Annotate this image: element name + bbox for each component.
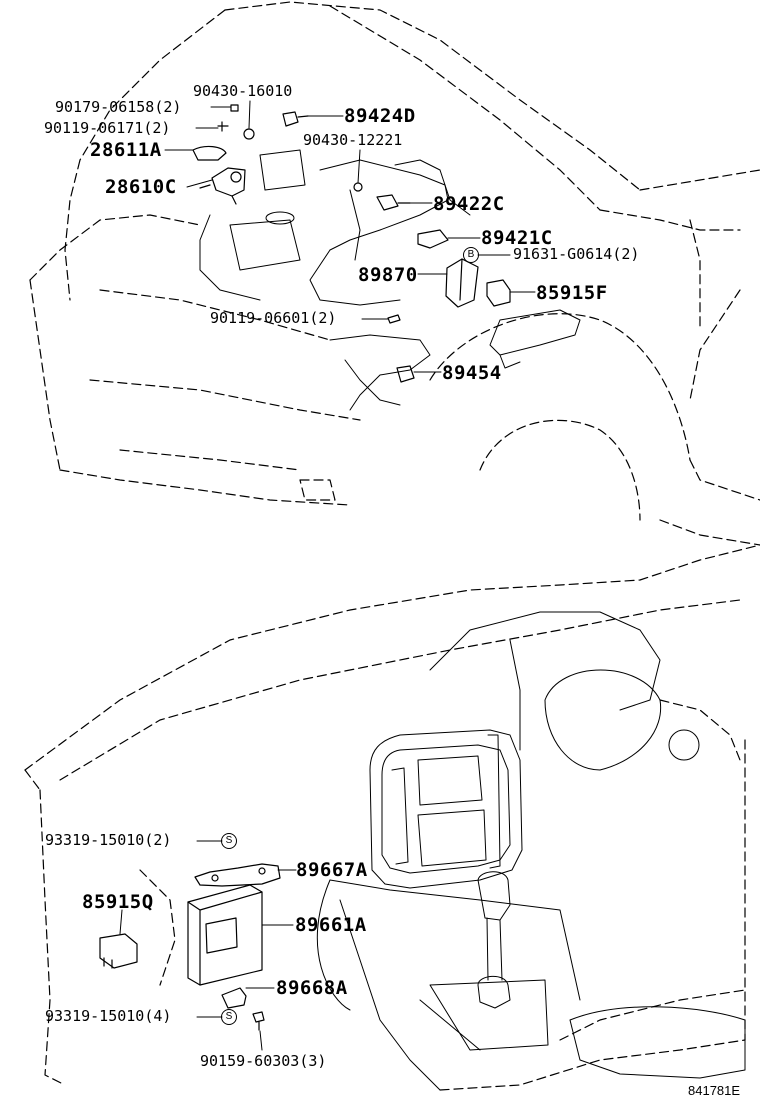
part-number: 90119-06171 xyxy=(44,119,144,137)
part-qty: (2) xyxy=(612,245,640,263)
lower-part-shapes xyxy=(99,863,281,1031)
marker-letter: B xyxy=(467,249,475,260)
part-qty: (3) xyxy=(299,1052,327,1070)
part-label: 93319-15010(2) xyxy=(45,833,171,848)
part-number: 89421C xyxy=(481,227,553,249)
part-label: 91631-G0614(2) xyxy=(513,247,639,262)
part-label: 90430-16010 xyxy=(193,84,292,99)
part-label: 85915F xyxy=(536,284,608,303)
part-number: 89424D xyxy=(344,105,416,127)
part-label: 89454 xyxy=(442,364,502,383)
part-qty: (2) xyxy=(143,119,171,137)
vehicle-front-outline xyxy=(29,1,760,546)
part-number: 90179-06158 xyxy=(55,98,155,116)
part-qty: (2) xyxy=(154,98,182,116)
part-number: 28611A xyxy=(90,139,162,161)
diagram-reference-code: 841781E xyxy=(688,1083,741,1098)
part-label: 90119-06601(2) xyxy=(210,311,336,326)
part-number: 90430-16010 xyxy=(193,82,293,100)
part-label: 28610C xyxy=(105,178,177,197)
part-label: 90159-60303(3) xyxy=(200,1054,326,1069)
marker-b-icon: B xyxy=(463,247,479,263)
part-label: 89422C xyxy=(433,195,505,214)
part-number: 85915F xyxy=(536,282,608,304)
part-number: 89454 xyxy=(442,362,502,384)
part-qty: (2) xyxy=(144,831,172,849)
part-label: 89661A xyxy=(295,916,367,935)
marker-letter: S xyxy=(225,835,233,846)
part-label: 28611A xyxy=(90,141,162,160)
part-label: 90430-12221 xyxy=(303,133,402,148)
engine-bay-components xyxy=(199,149,581,411)
part-number: 91631-G0614 xyxy=(513,245,613,263)
upper-leader-lines xyxy=(164,100,536,373)
part-number: 90430-12221 xyxy=(303,131,403,149)
part-label: 89870 xyxy=(358,266,418,285)
part-label: 89668A xyxy=(276,979,348,998)
part-label: 90179-06158(2) xyxy=(55,100,181,115)
part-label: 93319-15010(4) xyxy=(45,1009,171,1024)
part-number: 89661A xyxy=(295,914,367,936)
lower-leader-lines xyxy=(119,840,297,1051)
part-number: 89668A xyxy=(276,977,348,999)
dashboard-interior xyxy=(316,611,746,1091)
part-label: 90119-06171(2) xyxy=(44,121,170,136)
part-qty: (2) xyxy=(309,309,337,327)
part-number: 89667A xyxy=(296,859,368,881)
part-number: 85915Q xyxy=(82,891,154,913)
part-qty: (4) xyxy=(144,1007,172,1025)
part-number: 28610C xyxy=(105,176,177,198)
part-label: 89421C xyxy=(481,229,553,248)
part-label: 89667A xyxy=(296,861,368,880)
part-number: 93319-15010 xyxy=(45,1007,145,1025)
part-number: 89870 xyxy=(358,264,418,286)
part-number: 89422C xyxy=(433,193,505,215)
part-label: 89424D xyxy=(344,107,416,126)
marker-s-icon: S xyxy=(221,833,237,849)
part-number: 93319-15010 xyxy=(45,831,145,849)
part-number: 90119-06601 xyxy=(210,309,310,327)
marker-s-icon: S xyxy=(221,1009,237,1025)
part-number: 90159-60303 xyxy=(200,1052,300,1070)
part-label: 85915Q xyxy=(82,893,154,912)
upper-part-shapes xyxy=(192,104,511,383)
marker-letter: S xyxy=(225,1011,233,1022)
